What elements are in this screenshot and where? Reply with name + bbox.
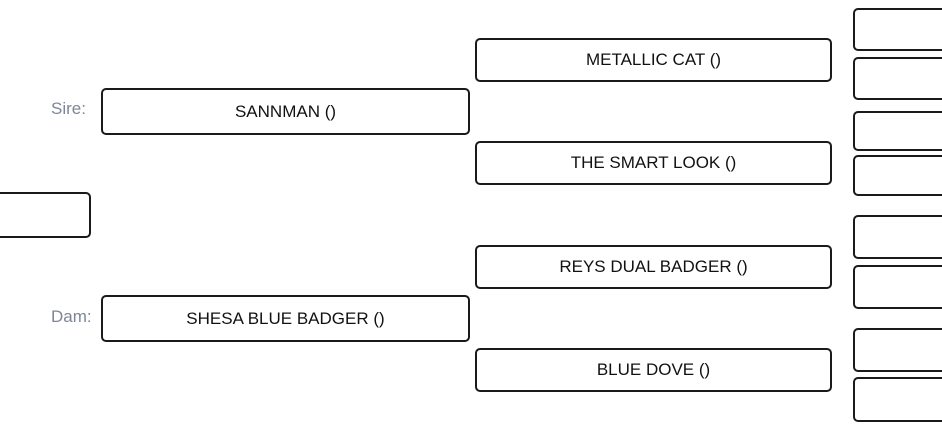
- dam-name: SHESA BLUE BADGER (): [186, 308, 385, 328]
- dam-sire-name: REYS DUAL BADGER (): [559, 257, 748, 276]
- gen3-box[interactable]: [853, 155, 942, 196]
- dam-dam-name: BLUE DOVE (): [596, 360, 711, 379]
- sire-box[interactable]: SANNMAN (): [101, 88, 470, 135]
- sire-name: SANNMAN (): [234, 101, 337, 121]
- gen3-box[interactable]: [853, 377, 942, 422]
- sire-dam-name: THE SMART LOOK (): [570, 153, 737, 172]
- gen3-box[interactable]: [853, 328, 942, 372]
- sire-label: Sire:: [51, 99, 86, 118]
- sire-dam-box[interactable]: THE SMART LOOK (): [475, 141, 832, 185]
- gen3-box[interactable]: [853, 8, 942, 51]
- dam-box[interactable]: SHESA BLUE BADGER (): [101, 295, 470, 342]
- dam-label: Dam:: [51, 307, 92, 326]
- sire-sire-name: METALLIC CAT (): [585, 50, 722, 69]
- gen3-box[interactable]: [853, 111, 942, 151]
- dam-sire-box[interactable]: REYS DUAL BADGER (): [475, 245, 832, 289]
- dam-dam-box[interactable]: BLUE DOVE (): [475, 348, 832, 392]
- gen3-box[interactable]: [853, 215, 942, 259]
- subject-horse-box[interactable]: [0, 192, 91, 238]
- gen3-box[interactable]: [853, 57, 942, 100]
- sire-sire-box[interactable]: METALLIC CAT (): [475, 38, 832, 82]
- gen3-box[interactable]: [853, 265, 942, 309]
